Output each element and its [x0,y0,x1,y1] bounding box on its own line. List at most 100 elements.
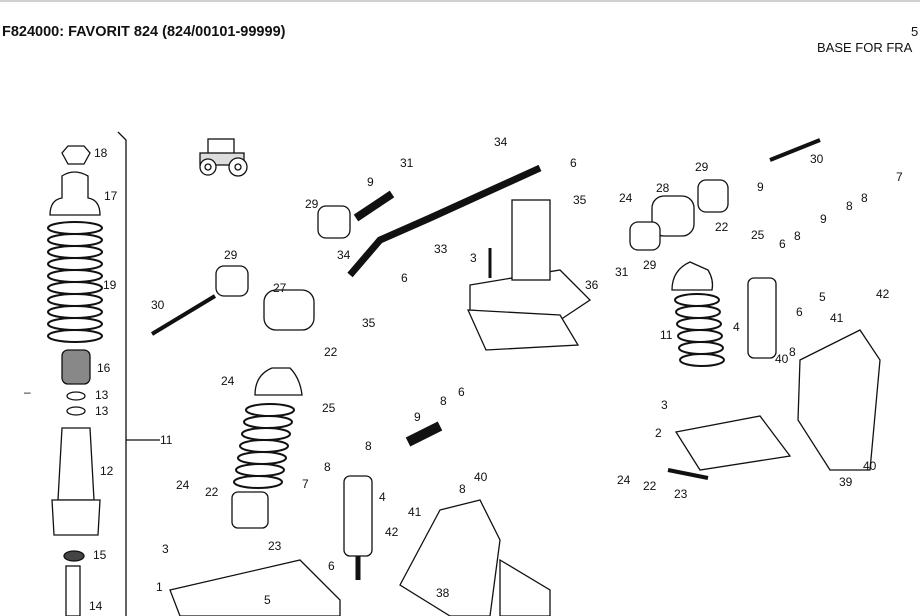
callout-41: 41 [830,311,844,325]
right-strut-assembly [629,138,881,480]
callout-29: 29 [695,160,709,174]
callout-labels: 1817191613131215141130292729931346352233… [24,135,903,613]
callout-9: 9 [820,212,827,226]
bolt-30 [150,294,217,336]
callout-40: 40 [474,470,488,484]
bushing-29b [317,205,351,239]
callout-8: 8 [324,460,331,474]
upright-36 [511,199,551,281]
top-border [0,0,920,2]
callout-19: 19 [103,278,117,292]
shock-body-12 [57,427,95,501]
pin-14 [65,565,81,616]
callout-15: 15 [93,548,107,562]
base-plate [466,309,580,351]
callout-39: 39 [839,475,853,489]
bolt-30b [769,138,821,162]
callout-14: 14 [89,599,103,613]
lower-eye [51,499,101,536]
callout-24: 24 [617,473,631,487]
strut-mount-right [671,261,714,291]
base-plate-2 [674,415,792,471]
callout-–: – [24,385,31,399]
callout-4: 4 [733,320,740,334]
callout-7: 7 [302,477,309,491]
shock-eye-lower [231,491,269,529]
callout-29: 29 [643,258,657,272]
callout-42: 42 [876,287,890,301]
callout-33: 33 [434,242,448,256]
callout-5: 5 [264,593,271,607]
callout-24: 24 [176,478,190,492]
callout-17: 17 [104,189,118,203]
shock-absorber-4 [343,475,373,557]
callout-9: 9 [367,175,374,189]
bushing-27 [263,289,315,331]
callout-13: 13 [95,404,109,418]
callout-25: 25 [751,228,765,242]
callout-23: 23 [268,539,282,553]
callout-6: 6 [779,237,786,251]
section-title: BASE FOR FRA [817,40,913,55]
upper-linkage [150,164,592,351]
callout-11: 11 [660,328,673,342]
callout-28: 28 [656,181,670,195]
callout-24: 24 [619,191,633,205]
coil-spring-right [674,293,725,367]
callout-8: 8 [365,439,372,453]
callout-7: 7 [896,170,903,184]
callout-29: 29 [305,197,319,211]
bolt-23 [667,468,709,480]
callout-9: 9 [414,410,421,424]
frame-38 [499,558,551,616]
callout-6: 6 [570,156,577,170]
bushing-29a [215,265,249,297]
washer-15 [63,550,85,562]
callout-8: 8 [794,229,801,243]
callout-6: 6 [328,559,335,573]
callout-11: 11 [160,433,173,447]
callout-36: 36 [585,278,599,292]
callout-24: 24 [221,374,235,388]
callout-3: 3 [162,542,169,556]
callout-13: 13 [95,388,109,402]
washer-13 [66,391,86,401]
callout-30: 30 [151,298,165,312]
bracket-41 [399,499,501,616]
callout-9: 9 [757,180,764,194]
callout-35: 35 [362,316,376,330]
page-title: F824000: FAVORIT 824 (824/00101-99999) [2,24,286,40]
callout-1: 1 [156,580,163,594]
callout-8: 8 [846,199,853,213]
callout-38: 38 [436,586,450,600]
callout-16: 16 [97,361,111,375]
bushing-28 [651,195,695,237]
link-rod-33 [347,164,542,278]
bracket-39 [797,329,881,471]
bushing-29c [697,179,729,213]
callout-22: 22 [324,345,338,359]
callout-29: 29 [224,248,238,262]
callout-6: 6 [796,305,803,319]
callout-5: 5 [819,290,826,304]
washer-13b [66,406,86,416]
strut-mount [254,367,303,396]
callout-6: 6 [401,271,408,285]
callout-23: 23 [674,487,688,501]
tractor-icon [199,138,248,177]
callout-40: 40 [863,459,877,473]
callout-8: 8 [440,394,447,408]
callout-34: 34 [337,248,351,262]
bushing-29d [629,221,661,251]
callout-25: 25 [322,401,336,415]
callout-31: 31 [615,265,629,279]
callout-3: 3 [661,398,668,412]
callout-22: 22 [715,220,729,234]
callout-41: 41 [408,505,422,519]
left-strut-assembly [47,145,103,616]
callout-42: 42 [385,525,399,539]
bump-stop-16 [61,349,91,385]
callout-8: 8 [861,191,868,205]
middle-strut-assembly [169,367,551,616]
